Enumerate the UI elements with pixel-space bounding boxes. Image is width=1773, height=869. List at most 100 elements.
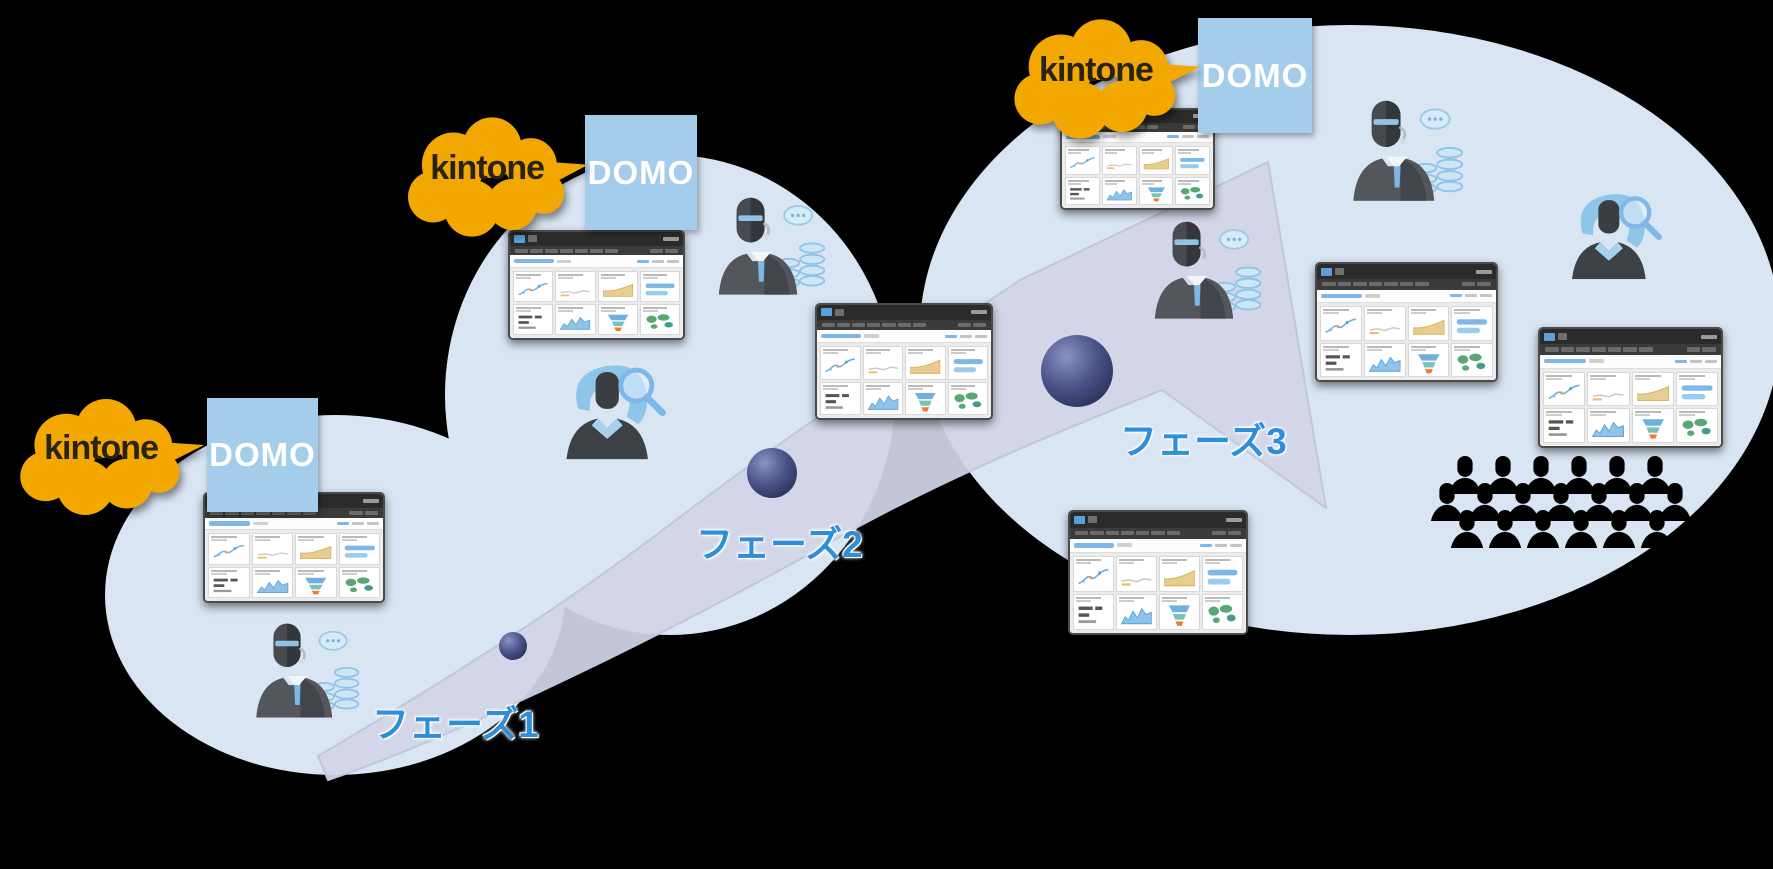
- browser-chrome-bar: [817, 305, 991, 320]
- world-map-icon: [1181, 186, 1204, 200]
- domo-logo-phase2: DOMO: [585, 115, 697, 230]
- browser-menu-bar: [1317, 279, 1496, 290]
- kintone-logo-text: kintone: [1039, 50, 1154, 89]
- bar-chart-icon: [344, 545, 375, 558]
- card-line-chart: [1320, 306, 1362, 341]
- phase2-label: フェーズ2: [696, 524, 863, 565]
- line-chart-icon: [825, 358, 855, 373]
- card-area-chart-tan: [905, 346, 946, 380]
- trend-chart-icon: [1106, 163, 1132, 170]
- bar-chart-icon: [1180, 158, 1205, 169]
- crowd-person-icon: [1600, 508, 1638, 548]
- card-map-chart: [338, 566, 380, 598]
- card-trend-chart: [251, 533, 293, 565]
- card-area-chart-tan: [1138, 146, 1174, 175]
- line-chart-icon: [1078, 568, 1109, 585]
- card-funnel-chart: [1407, 342, 1450, 377]
- browser-menu-bar: [817, 319, 991, 330]
- funnel-chart-icon: [1169, 605, 1190, 626]
- card-map-chart: [947, 381, 988, 415]
- bar-chart-icon: [953, 359, 983, 373]
- card-trend-chart: [1587, 371, 1630, 407]
- window-controls: [663, 236, 679, 241]
- businessman-icon-phase2: [702, 190, 828, 295]
- growth-arrow: [317, 161, 1327, 781]
- card-line-chart: [1543, 371, 1586, 407]
- analyst-woman-icon-phase3: [1558, 180, 1672, 280]
- world-map-icon: [1682, 418, 1711, 437]
- card-trend-chart: [1101, 146, 1137, 175]
- kpi-text-icon: [1070, 187, 1090, 200]
- trend-chart-icon: [1121, 577, 1152, 586]
- kpi-text-icon: [518, 315, 542, 329]
- person-magnifier-icon: [1558, 180, 1672, 280]
- area-chart-icon: [1412, 319, 1445, 335]
- mountain-chart-icon: [867, 394, 898, 410]
- card-map-chart: [1675, 408, 1718, 443]
- analyst-woman-icon-phase2: [551, 350, 677, 460]
- window-controls: [1701, 334, 1717, 339]
- dashboard-toolbar: [1070, 538, 1246, 553]
- crowd: [1428, 454, 1713, 564]
- card-bar-chart-blue: [338, 533, 380, 565]
- card-funnel-chart: [597, 303, 638, 335]
- area-chart-icon: [602, 283, 633, 297]
- window-controls: [363, 498, 379, 503]
- card-bar-chart-blue: [947, 346, 988, 380]
- browser-menu-bar: [510, 245, 683, 256]
- card-kpi-text: [820, 381, 861, 415]
- funnel-chart-icon: [1641, 419, 1664, 439]
- kpi-text-icon: [1325, 354, 1350, 371]
- card-area-chart-tan: [295, 533, 337, 565]
- window-controls: [1476, 269, 1492, 274]
- card-map-chart: [1202, 593, 1243, 630]
- domo-dashboard-phase3-center: [1315, 262, 1498, 382]
- browser-favicon: [1074, 515, 1085, 524]
- trend-chart-icon: [560, 290, 591, 297]
- card-trend-chart: [1116, 555, 1157, 592]
- mountain-chart-icon: [1106, 188, 1132, 201]
- crowd-person-icon: [1638, 508, 1676, 548]
- bar-chart-icon: [645, 283, 675, 296]
- card-funnel-chart: [1138, 176, 1174, 205]
- world-map-icon: [345, 576, 373, 592]
- card-kpi-text: [1073, 593, 1114, 630]
- funnel-chart-icon: [607, 314, 628, 332]
- browser-favicon: [514, 234, 525, 243]
- card-map-chart: [639, 303, 680, 335]
- bar-chart-icon: [1681, 384, 1713, 399]
- dashboard-toolbar: [817, 329, 991, 344]
- dashboard-toolbar: [1317, 289, 1496, 304]
- card-kpi-text: [1543, 408, 1586, 443]
- card-trend-chart: [555, 270, 596, 302]
- browser-favicon: [821, 308, 832, 317]
- browser-menu-bar: [1540, 344, 1721, 355]
- browser-favicon: [1321, 267, 1332, 276]
- person-headset-icon: [702, 190, 828, 295]
- phase1-label: フェーズ1: [372, 704, 539, 745]
- dashboard-card-grid: [1317, 303, 1496, 380]
- dashboard-toolbar: [510, 255, 683, 268]
- dashboard-card-grid: [1540, 368, 1721, 446]
- card-bar-chart-blue: [639, 270, 680, 302]
- dashboard-card-grid: [1070, 552, 1246, 633]
- browser-favicon: [1544, 332, 1555, 341]
- funnel-chart-icon: [305, 577, 327, 595]
- card-area-chart-blue: [1101, 176, 1137, 205]
- mountain-chart-icon: [256, 579, 288, 593]
- world-map-icon: [1208, 604, 1236, 624]
- world-map-icon: [1457, 353, 1486, 371]
- card-trend-chart: [1363, 306, 1406, 341]
- world-map-icon: [953, 392, 981, 409]
- dashboard-title-placeholder: [1321, 293, 1363, 299]
- browser-chrome-bar: [510, 232, 683, 246]
- bar-chart-icon: [1207, 569, 1238, 585]
- area-chart-icon: [910, 359, 941, 375]
- domo-logo-text: DOMO: [587, 153, 695, 191]
- browser-tab: [528, 235, 537, 243]
- card-kpi-text: [1320, 342, 1362, 377]
- crowd-person-icon: [1562, 508, 1600, 548]
- dashboard-card-grid: [1062, 143, 1213, 208]
- kintone-cloud-phase2: kintone: [396, 106, 590, 248]
